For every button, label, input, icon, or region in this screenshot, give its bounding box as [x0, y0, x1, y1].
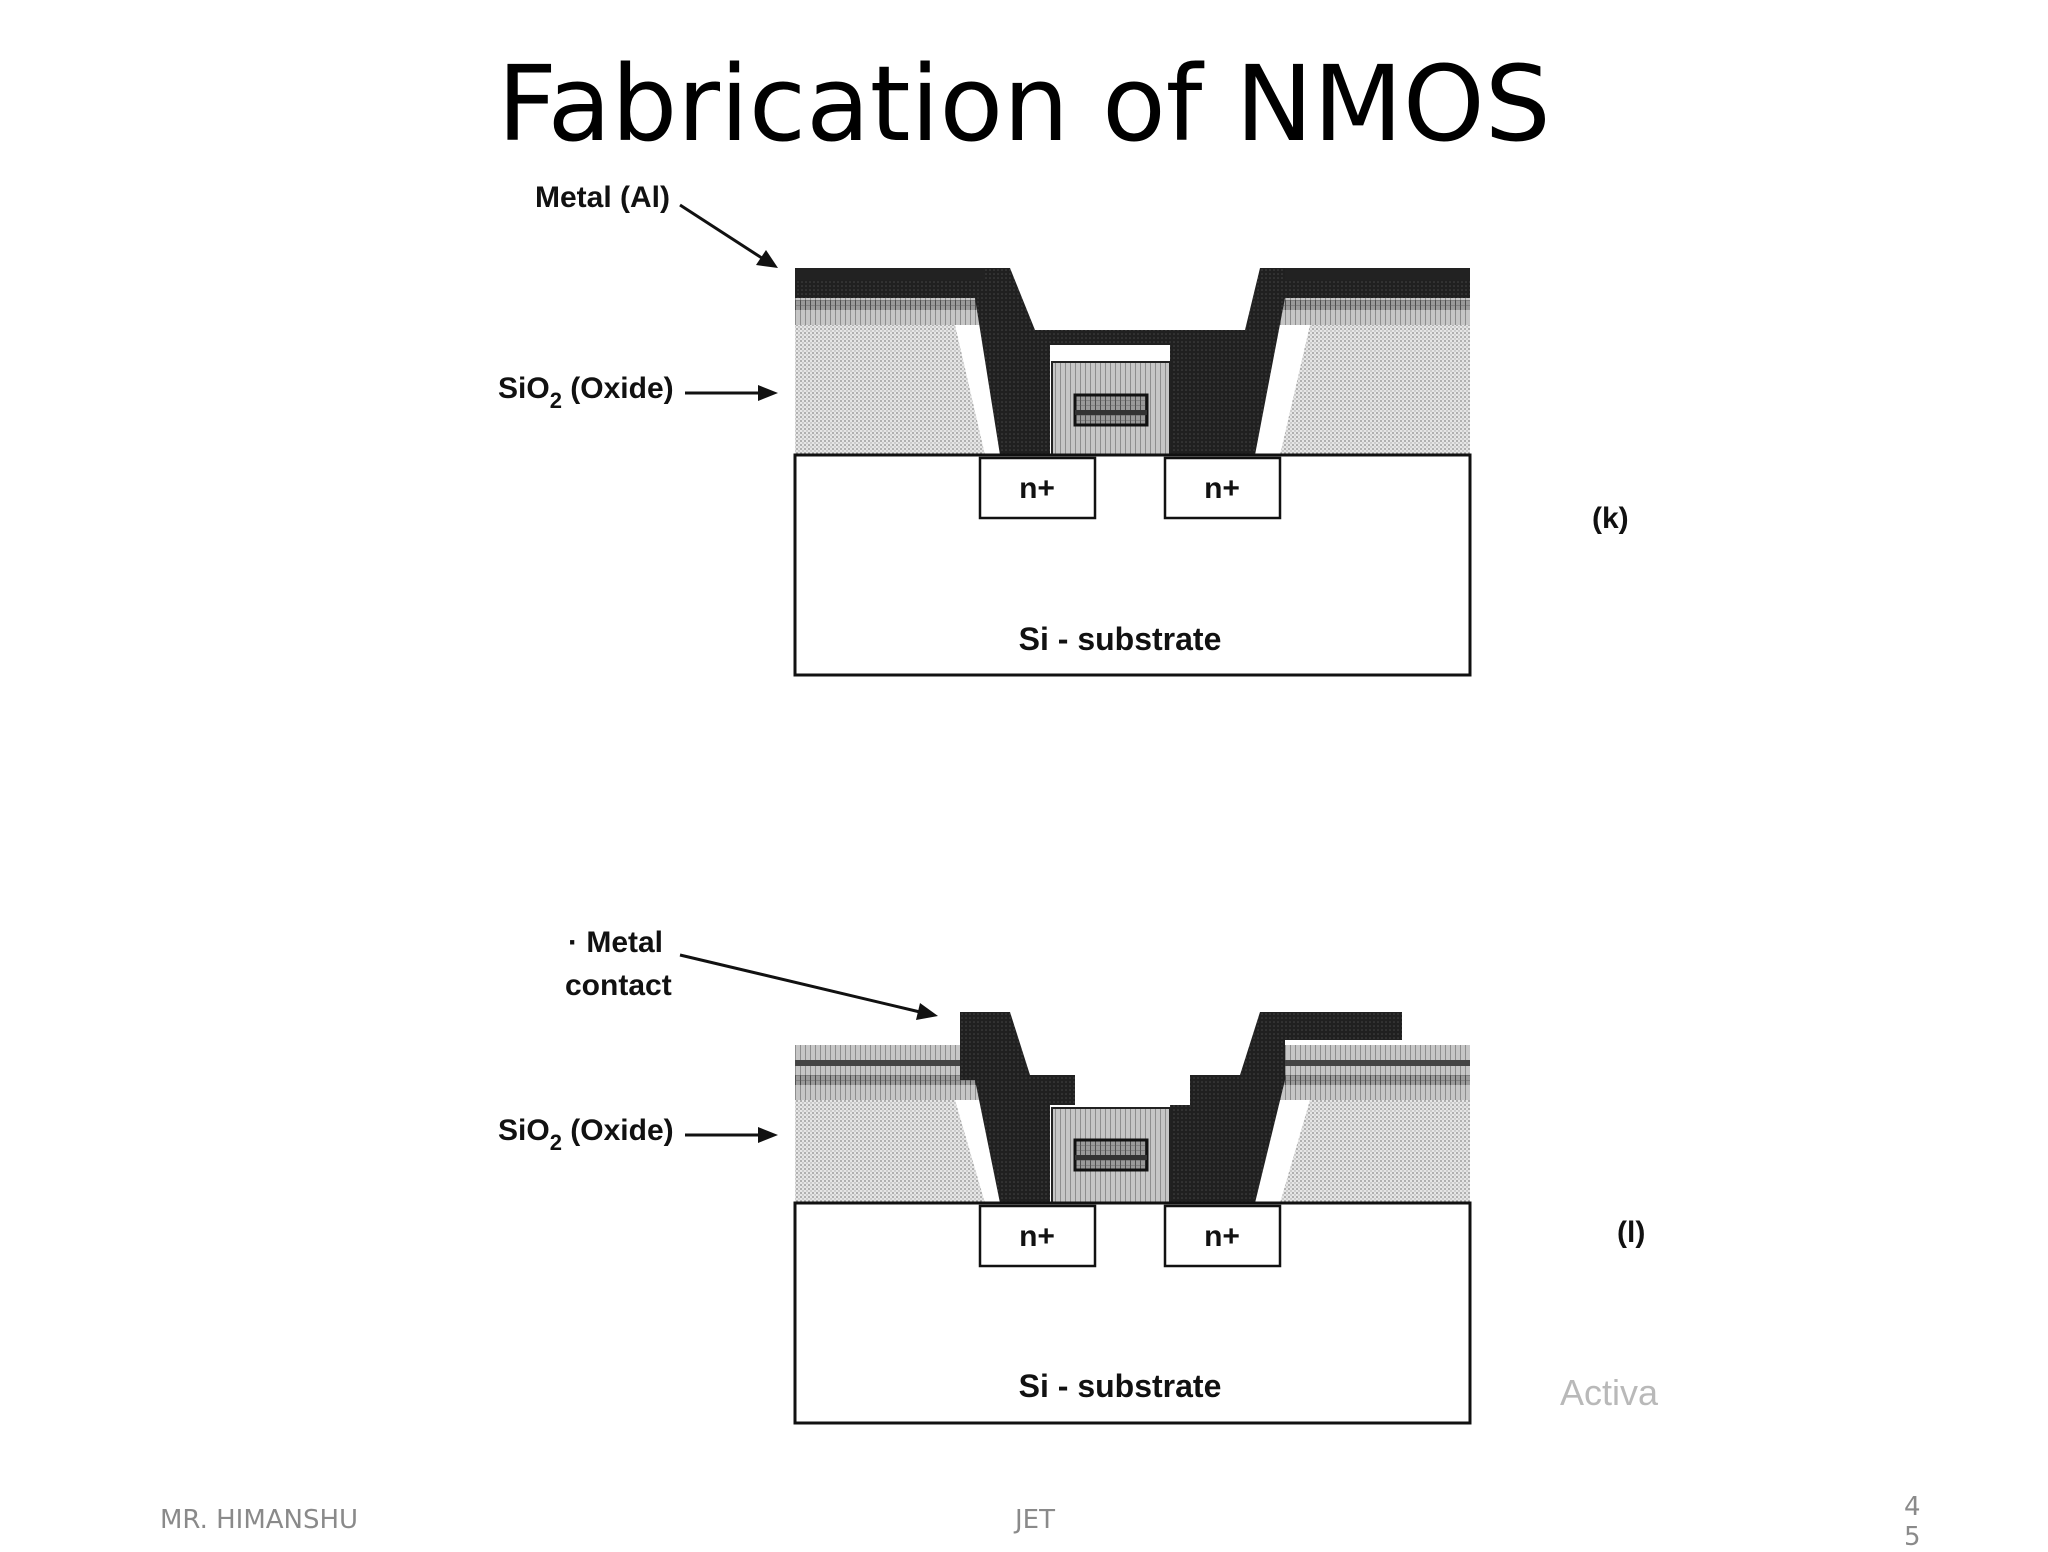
figure-l: n+ n+ Si - substrate · Metal contact SiO…	[498, 926, 1645, 1425]
footer-center: JET	[1015, 1505, 1055, 1535]
oxide-right-k	[1280, 325, 1470, 455]
layer-stack-left-l	[795, 1045, 985, 1100]
metal-al-label: Metal (Al)	[535, 181, 670, 214]
substrate-l	[793, 1201, 1472, 1425]
n-plus-left-k	[978, 456, 1097, 520]
activation-watermark: Activa	[1560, 1372, 1659, 1413]
slide-title: Fabrication of NMOS	[497, 43, 1551, 165]
metal-contact-left	[960, 1012, 1075, 1203]
oxide-left-k	[795, 325, 985, 455]
n-plus-left-label-k: n+	[1019, 472, 1055, 505]
page-number-line2: 5	[1904, 1522, 1921, 1552]
caption-k: (k)	[1592, 502, 1629, 535]
oxide-right-l	[1280, 1100, 1470, 1203]
figure-k: n+ n+ Si - substrate Metal (Al) SiO2 (Ox…	[498, 181, 1629, 677]
n-plus-left-l	[978, 1204, 1097, 1268]
page-number-line1: 4	[1904, 1492, 1921, 1522]
metal-contact-arrow	[679, 953, 921, 1014]
oxide-left-l	[795, 1100, 985, 1203]
substrate-k	[793, 453, 1472, 677]
n-plus-right-l	[1163, 1204, 1282, 1268]
gate-stack-l	[1051, 1107, 1171, 1204]
n-plus-right-label-l: n+	[1204, 1220, 1240, 1253]
oxide-label-l: SiO2 (Oxide)	[498, 1114, 674, 1155]
substrate-label-l: Si - substrate	[1019, 1368, 1222, 1404]
oxide-label-k: SiO2 (Oxide)	[498, 372, 674, 413]
metal-contact-label-line2: contact	[565, 969, 672, 1002]
substrate-label-k: Si - substrate	[1019, 621, 1222, 657]
caption-l: (l)	[1617, 1216, 1645, 1249]
metal-al-layer-k	[795, 268, 1470, 455]
n-plus-right-label-k: n+	[1204, 472, 1240, 505]
footer-author: MR. HIMANSHU	[160, 1505, 359, 1535]
metal-contact-label-line1: · Metal	[568, 926, 663, 959]
n-plus-right-k	[1163, 456, 1282, 520]
metal-al-arrow	[679, 203, 769, 264]
metal-contact-right	[1170, 1012, 1402, 1203]
layer-stack-right-l	[1280, 1045, 1470, 1100]
n-plus-left-label-l: n+	[1019, 1220, 1055, 1253]
